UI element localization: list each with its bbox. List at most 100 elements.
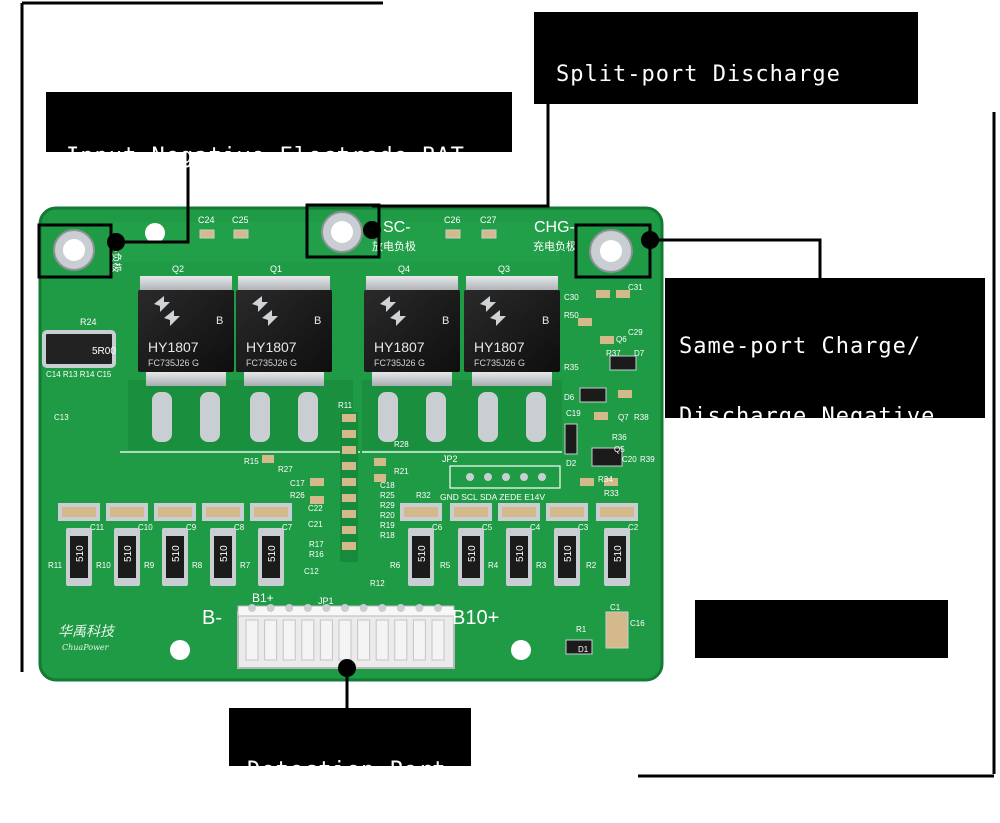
resistor-value: 510 [417, 545, 428, 562]
label-r17: R17 [309, 540, 324, 549]
cap-label-c24: C24 [198, 215, 215, 225]
label-d6: D6 [564, 393, 575, 402]
mosfet-label: Q1 [270, 264, 282, 274]
label-r27: R27 [278, 465, 293, 474]
silk-discharge-cn: 放电负极 [372, 239, 416, 253]
leader-dot-pack [641, 231, 659, 249]
label-r1: R1 [576, 625, 587, 634]
callout-dimensions-text: 65*50*8mm [747, 673, 896, 701]
connector-pin [357, 619, 371, 661]
mosfet-brand: HY1807 [374, 339, 425, 355]
mount-hole-top [145, 223, 165, 243]
silk-b10-plus: B10+ [452, 607, 499, 629]
label-d2: D2 [566, 459, 577, 468]
callout-dimensions: 65*50*8mm [695, 600, 948, 701]
pcb-board-edge [38, 206, 664, 682]
label-c14-group: C14 R13 R14 C15 [46, 370, 112, 379]
cap-label: C9 [186, 523, 197, 532]
silk-jp2: JP2 [442, 454, 458, 464]
callout-split-port-line1: Split-port Discharge [556, 62, 841, 87]
silk-chg: CHG- [534, 219, 575, 236]
resistor-value: 510 [267, 545, 278, 562]
label-d7: D7 [634, 349, 645, 358]
mosfet-label: Q3 [498, 264, 510, 274]
label-r50: R50 [564, 311, 579, 320]
leader-dot-detection [338, 659, 356, 677]
leader-line-pack [574, 223, 822, 279]
label-r15: R15 [244, 457, 259, 466]
mosfet-code: FC735J26 G [474, 358, 525, 368]
shunt-value: 5R00 [92, 346, 116, 357]
brand-logo-en: ChuaPower [62, 643, 110, 652]
jp2-header [449, 465, 561, 489]
leader-dot-dsg [363, 221, 381, 239]
resistor-value: 510 [613, 545, 624, 562]
terminal-pack-minus [589, 229, 633, 273]
label-c29: C29 [628, 328, 643, 337]
cap-label-c25: C25 [232, 215, 249, 225]
connector-pin [412, 619, 426, 661]
label-c18: C18 [380, 481, 395, 490]
callout-split-port: Split-port Discharge Negative Electrode … [534, 12, 918, 157]
label-r34: R34 [598, 475, 613, 484]
top-caps [199, 229, 497, 239]
connector-pad [303, 604, 312, 612]
connector-pin [245, 619, 259, 661]
leader-dot-bat [107, 233, 125, 251]
connector-pin [431, 619, 445, 661]
label-c17: C17 [290, 479, 305, 488]
control-circuit [262, 412, 386, 562]
silk-sc: SC- [383, 219, 411, 236]
label-r38: R38 [634, 413, 649, 422]
label-r29: R29 [380, 501, 395, 510]
res-label: R2 [586, 561, 597, 570]
callout-input-negative: Input Negative Electrode BAT- [46, 92, 512, 169]
resistor-value: 510 [515, 545, 526, 562]
callout-same-port: Same-port Charge/ Discharge Negative Ele… [665, 278, 985, 499]
label-c20: C20 [622, 455, 637, 464]
brand-logo-cn: 华禹科技 [58, 624, 116, 640]
connector-pad [396, 604, 405, 612]
res-label: R3 [536, 561, 547, 570]
connector-pad [378, 604, 387, 612]
mosfet-letter: B [216, 315, 223, 327]
mosfet-code: FC735J26 G [374, 358, 425, 368]
label-c21: C21 [308, 520, 323, 529]
label-r39: R39 [640, 455, 655, 464]
callout-same-port-line3: Electrode PACK-/CHG- [679, 474, 964, 499]
silk-b-minus: B- [202, 607, 222, 629]
connector-pin [338, 619, 352, 661]
mosfet-letter: B [442, 315, 449, 327]
connector-pin [375, 619, 389, 661]
connector-pad [322, 604, 331, 612]
balance-section: C11510R11C10510R10C9510R9C8510R8C7510R7C… [48, 503, 639, 586]
cap-label: C7 [282, 523, 293, 532]
connector-pad [341, 604, 349, 612]
connector-pad [285, 604, 294, 612]
cap-label: C8 [234, 523, 245, 532]
mosfet-brand: HY1807 [148, 339, 199, 355]
label-r26: R26 [290, 491, 305, 500]
right-circuitry [564, 290, 637, 655]
label-q7: Q7 [618, 413, 629, 422]
connector-pin [394, 619, 408, 661]
label-r25: R25 [380, 491, 395, 500]
label-r12: R12 [370, 579, 385, 588]
mosfet-letter: B [542, 315, 549, 327]
mount-hole-bottom-left [170, 640, 190, 660]
res-label: R8 [192, 561, 203, 570]
connector-pin [264, 619, 278, 661]
callout-detection-port-text: Detection Port [247, 758, 447, 783]
label-c31: C31 [628, 283, 643, 292]
connector-pin [282, 619, 296, 661]
res-label: R10 [96, 561, 111, 570]
label-r21: R21 [394, 467, 409, 476]
callout-split-port-line2: Negative Electrode DSG- [556, 132, 884, 157]
connector-pad [434, 604, 442, 612]
label-r11-center: R11 [338, 401, 353, 410]
